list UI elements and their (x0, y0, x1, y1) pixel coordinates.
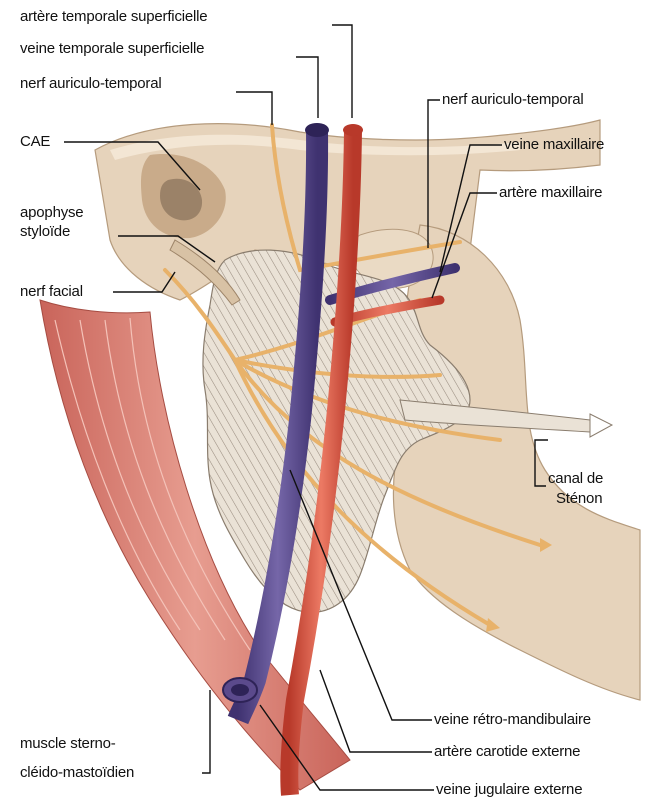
label-veine-retro-mandibulaire: veine rétro-mandibulaire (434, 711, 591, 728)
label-stenon: Sténon (556, 490, 602, 507)
label-cae: CAE (20, 133, 50, 150)
label-nerf-facial: nerf facial (20, 283, 83, 300)
label-canal-de: canal de (548, 470, 603, 487)
label-nerf-auriculo-temporal-left: nerf auriculo-temporal (20, 75, 162, 92)
label-veine-jugulaire-externe: veine jugulaire externe (436, 781, 582, 798)
label-artere-temporale-superficielle: artère temporale superficielle (20, 8, 207, 25)
mandible (393, 225, 640, 700)
label-veine-temporale-superficielle: veine temporale superficielle (20, 40, 204, 57)
label-cleido-mastoidien: cléido-mastoïdien (20, 764, 134, 781)
label-veine-maxillaire: veine maxillaire (504, 136, 604, 153)
label-artere-maxillaire: artère maxillaire (499, 184, 602, 201)
label-nerf-auriculo-temporal-right: nerf auriculo-temporal (442, 91, 584, 108)
label-artere-carotide-externe: artère carotide externe (434, 743, 580, 760)
label-muscle-sterno: muscle sterno- (20, 735, 116, 752)
label-styloide: styloïde (20, 223, 70, 240)
label-apophyse: apophyse (20, 204, 83, 221)
